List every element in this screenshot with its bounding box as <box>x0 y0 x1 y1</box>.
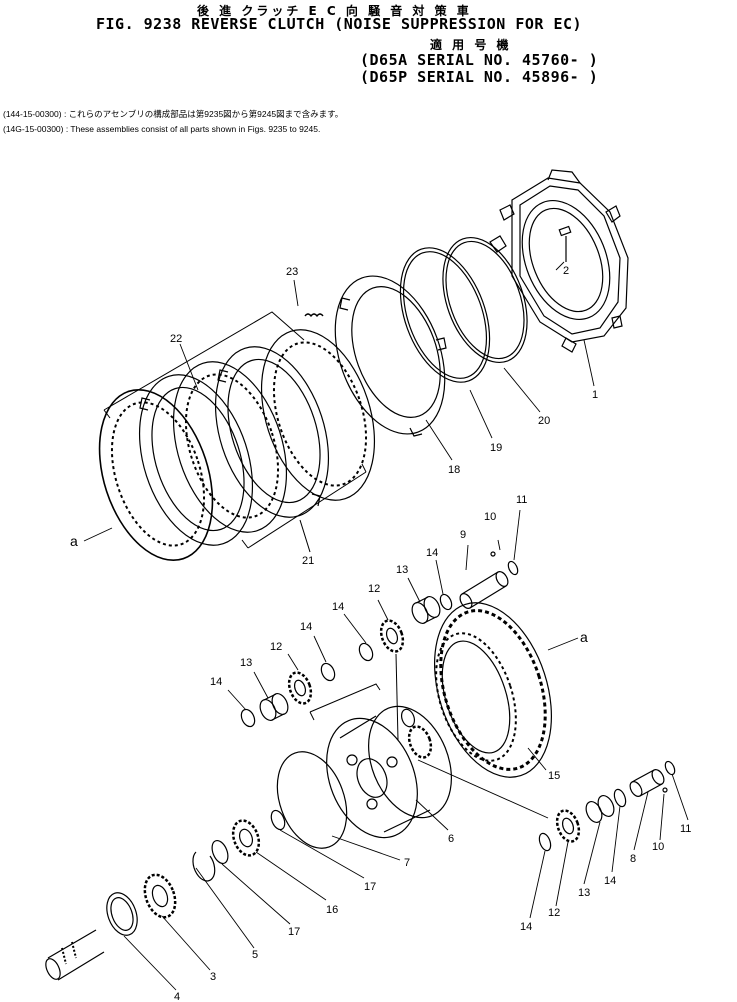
callout-14-e: 14 <box>520 921 532 933</box>
part-14-washer-3 <box>320 662 336 682</box>
part-12-gear-3 <box>555 809 581 843</box>
callout-4: 4 <box>174 991 180 1002</box>
callout-12-a: 12 <box>368 583 380 595</box>
callout-19: 19 <box>490 442 502 454</box>
callout-labels: 1 2 20 19 18 23 22 21 a a 11 10 9 14 13 … <box>70 265 691 1002</box>
plate-group-brackets <box>103 311 367 553</box>
callout-15: 15 <box>548 770 560 782</box>
callout-10-lower: 10 <box>652 841 664 853</box>
part-11-snap-ring <box>507 560 519 576</box>
callout-1: 1 <box>592 389 598 401</box>
callout-9: 9 <box>460 529 466 541</box>
applicable-models-jp: 適 用 号 機 <box>430 38 512 52</box>
part-3-gear <box>143 873 177 919</box>
input-shaft <box>45 929 105 981</box>
part-21-clutch-disc-outer <box>260 329 376 501</box>
pinion-bracket <box>309 653 399 741</box>
ref-letter-a-left: a <box>70 533 78 549</box>
callout-8: 8 <box>630 853 636 865</box>
part-15-ring-gear <box>433 602 553 778</box>
leader-lines <box>83 261 689 991</box>
ref-letter-a-right: a <box>580 629 588 645</box>
callout-20: 20 <box>538 415 550 427</box>
part-21-separator-plate-2 <box>138 374 254 546</box>
callout-10-upper: 10 <box>484 511 496 523</box>
assembly-note-en: (14G-15-00300) : These assemblies consis… <box>3 124 321 134</box>
callout-11-upper: 11 <box>516 494 527 506</box>
callout-12-b: 12 <box>270 641 282 653</box>
part-7-o-ring <box>276 751 348 849</box>
part-17-washer-1 <box>270 809 286 831</box>
part-19-seal-ring <box>399 247 491 383</box>
part-14-washer-4 <box>240 708 256 728</box>
part-1-clutch-housing <box>489 169 629 353</box>
part-10-ball-2 <box>662 787 668 793</box>
callout-5: 5 <box>252 949 258 961</box>
part-11-snap-ring-2 <box>664 760 676 776</box>
part-18-piston <box>334 275 447 437</box>
callout-2: 2 <box>563 265 569 277</box>
part-2-pin <box>558 225 572 262</box>
clutch-disc-front <box>98 388 214 562</box>
callout-3: 3 <box>210 971 216 983</box>
assembly-note-jp: (144-15-00300) : これらのアセンブリの構成部品は第9235図から… <box>3 109 344 119</box>
part-20-seal-ring <box>442 236 528 364</box>
callout-22: 22 <box>170 333 182 345</box>
callout-16: 16 <box>326 904 338 916</box>
japanese-title: 後 進 クラッチ E C 向 騒 音 対 策 車 <box>197 4 472 18</box>
part-12-gear-1 <box>379 619 405 653</box>
callout-13-a: 13 <box>396 564 408 576</box>
part-13-bearing-3 <box>585 795 615 823</box>
part-9-shaft <box>459 571 509 609</box>
callout-23: 23 <box>286 266 298 278</box>
serial-number-d65p: (D65P SERIAL NO. 45896- ) <box>360 68 599 86</box>
callout-7: 7 <box>404 857 410 869</box>
part-16-gear <box>231 819 261 857</box>
callout-6: 6 <box>448 833 454 845</box>
callout-14-d: 14 <box>210 676 222 688</box>
callout-13-b: 13 <box>240 657 252 669</box>
part-14-washer-6 <box>613 788 627 808</box>
part-4-bearing <box>106 892 138 936</box>
callout-14-f: 14 <box>604 875 616 887</box>
callout-14-c: 14 <box>300 621 312 633</box>
part-21-separator-plate <box>214 346 330 518</box>
callout-17-b: 17 <box>288 926 300 938</box>
callout-14-b: 14 <box>332 601 344 613</box>
callout-17-a: 17 <box>364 881 376 893</box>
part-5-snap-ring <box>192 851 216 882</box>
part-10-ball <box>490 551 496 557</box>
callout-21: 21 <box>302 555 314 567</box>
serial-number-d65a: (D65A SERIAL NO. 45760- ) <box>360 51 599 69</box>
part-6-planet-carrier <box>326 705 452 839</box>
part-13-bearing-2 <box>259 693 289 721</box>
part-22-clutch-disc <box>172 361 288 533</box>
callout-18: 18 <box>448 464 460 476</box>
callout-13-c: 13 <box>578 887 590 899</box>
figure-title: FIG. 9238 REVERSE CLUTCH (NOISE SUPPRESS… <box>96 15 583 33</box>
part-14-washer-2 <box>358 642 374 662</box>
part-13-bearing-1 <box>411 596 441 624</box>
callout-11-lower: 11 <box>680 823 691 835</box>
callout-14-a: 14 <box>426 547 438 559</box>
part-8-shaft <box>629 769 665 797</box>
part-23-spring <box>304 313 324 318</box>
part-14-washer-1 <box>439 593 453 611</box>
part-12-gear-2 <box>287 671 313 705</box>
part-14-washer-5 <box>538 832 552 852</box>
part-17-washer-2 <box>211 839 229 865</box>
callout-12-c: 12 <box>548 907 560 919</box>
